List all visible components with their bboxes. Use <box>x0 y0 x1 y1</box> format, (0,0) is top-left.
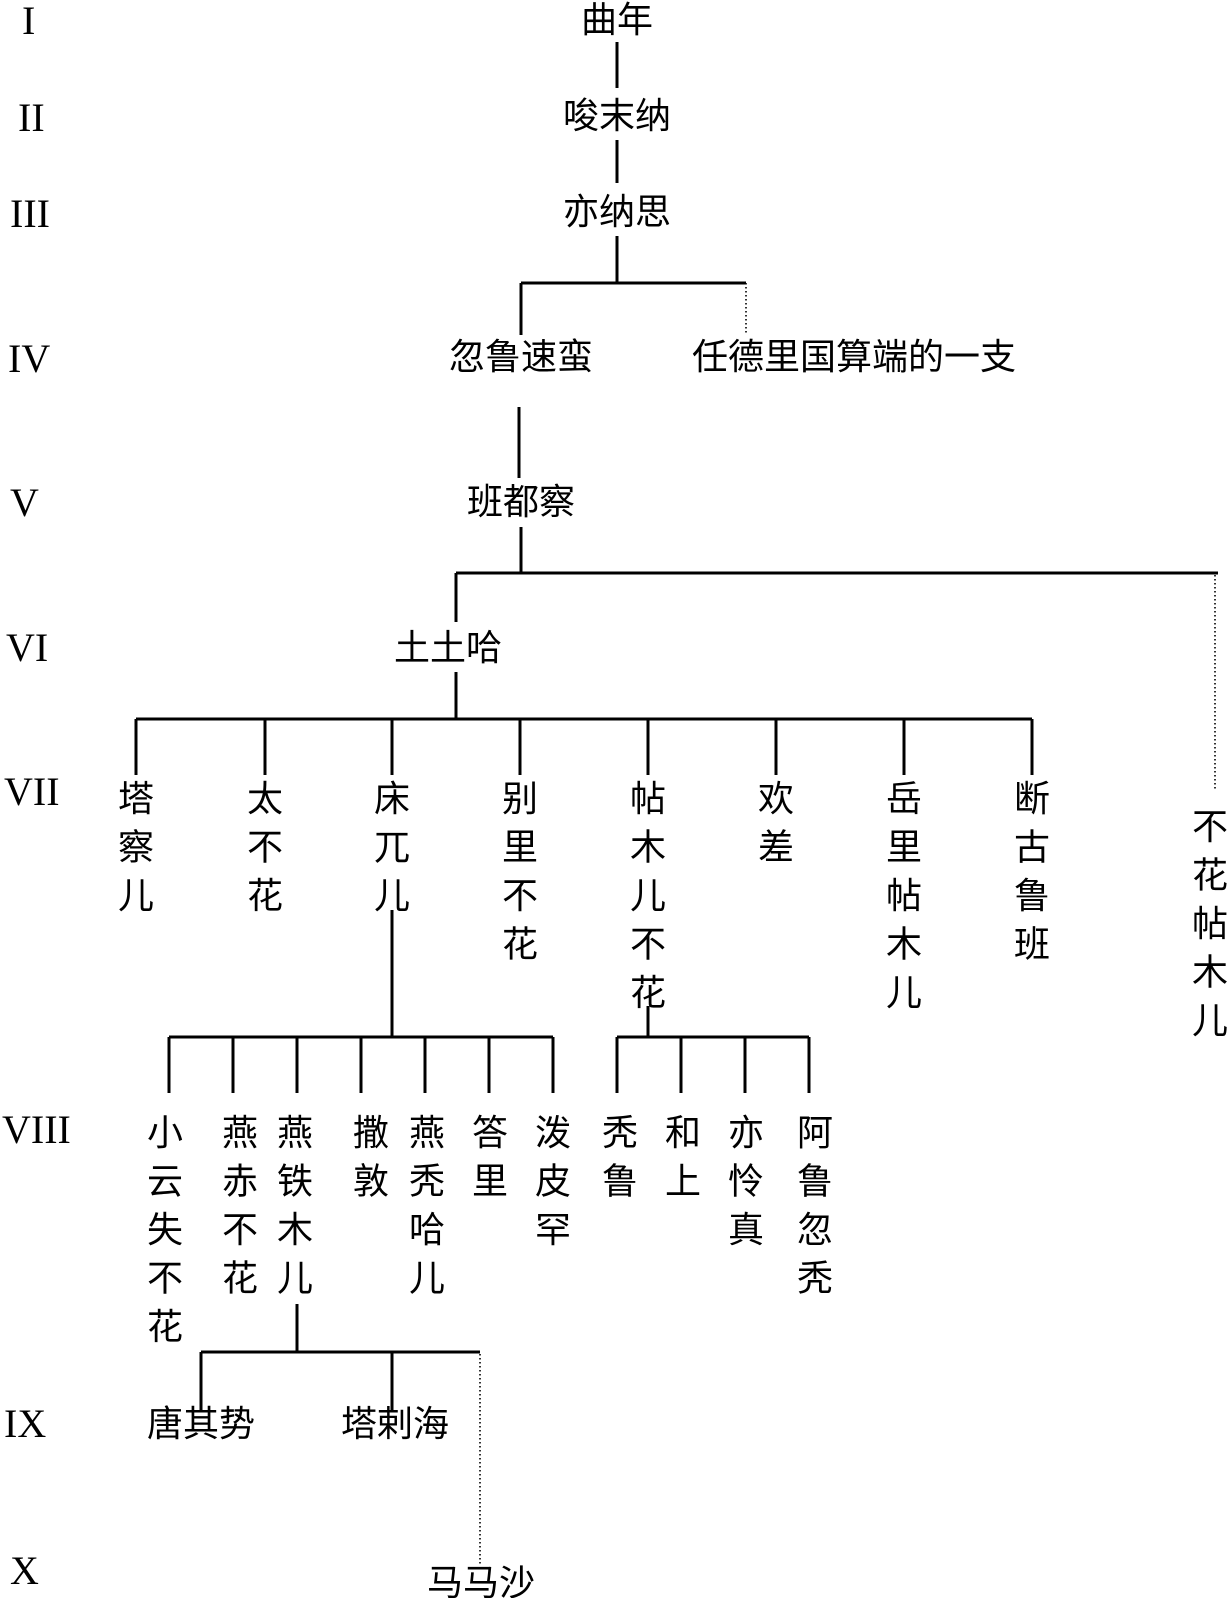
connector-lines <box>134 42 1218 1565</box>
person-tulu: 秃鲁 <box>602 1113 638 1203</box>
person-duangulubon: 断古鲁班 <box>1014 779 1050 966</box>
person-buhuatiemuer: 不花帖木儿 <box>1192 807 1228 1042</box>
person-yantiemuer: 燕铁木儿 <box>277 1113 313 1300</box>
person-yinasi: 亦纳思 <box>563 192 671 233</box>
person-junmona: 唆末纳 <box>563 96 671 137</box>
generation-label-3: III <box>10 191 50 236</box>
person-hulusuman: 忽鲁速蛮 <box>449 337 593 378</box>
person-yilingzhen: 亦怜真 <box>728 1113 764 1251</box>
person-tangqishi: 唐其势 <box>147 1404 255 1445</box>
vertical-names: 塔察儿 太不花 床兀儿 别里不花 帖木儿不花 欢差 岳里帖木儿 断古鲁班 不花帖… <box>118 779 1228 1348</box>
person-banducha: 班都察 <box>467 482 575 523</box>
generation-label-9: IX <box>4 1401 46 1446</box>
person-bielibuhua: 别里不花 <box>502 779 538 966</box>
person-tiemuerbuhua: 帖木儿不花 <box>630 779 666 1014</box>
person-yantuhaer: 燕秃哈儿 <box>409 1113 445 1300</box>
person-dali: 答里 <box>472 1113 508 1203</box>
generation-label-4: IV <box>8 336 50 381</box>
person-yanchibuhua: 燕赤不花 <box>222 1113 258 1300</box>
person-yuelitiemuer: 岳里帖木儿 <box>886 779 922 1014</box>
person-tachaer: 塔察儿 <box>118 779 154 917</box>
person-rendeli: 任德里国算端的一支 <box>692 337 1016 378</box>
person-popihan: 泼皮罕 <box>535 1113 571 1251</box>
person-xiaoyunshibuhua: 小云失不花 <box>147 1113 183 1348</box>
generation-labels: I II III IV V VI VII VIII IX X <box>2 0 71 1593</box>
generation-label-6: VI <box>6 625 48 670</box>
generation-label-1: I <box>22 0 35 43</box>
generation-label-7: VII <box>4 769 60 814</box>
person-qunian: 曲年 <box>581 0 653 41</box>
horizontal-names: 曲年 唆末纳 亦纳思 忽鲁速蛮 任德里国算端的一支 班都察 土土哈 唐其势 塔剌… <box>147 0 1016 1598</box>
generation-label-5: V <box>10 480 39 525</box>
generation-label-10: X <box>10 1548 39 1593</box>
person-tutuha: 土土哈 <box>394 628 502 669</box>
person-sadun: 撒敦 <box>353 1113 389 1203</box>
person-taibuhua: 太不花 <box>247 779 283 917</box>
person-mamasha: 马马沙 <box>427 1563 535 1598</box>
generation-label-8: VIII <box>2 1107 71 1152</box>
person-huancha: 欢差 <box>758 779 794 869</box>
person-talahai: 塔剌海 <box>341 1404 449 1445</box>
person-chuangwuer: 床兀儿 <box>374 779 410 917</box>
person-heshang: 和上 <box>665 1113 701 1203</box>
person-aluhutu: 阿鲁忽秃 <box>797 1113 833 1300</box>
generation-label-2: II <box>18 95 45 140</box>
